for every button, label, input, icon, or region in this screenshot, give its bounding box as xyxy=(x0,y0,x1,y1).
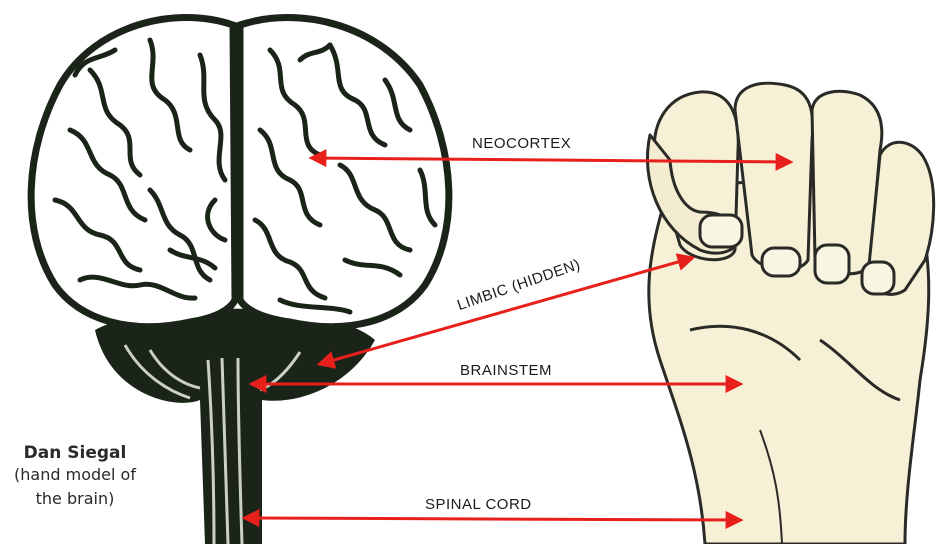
credit-name: Dan Siegal xyxy=(0,443,150,463)
neocortex-label: NEOCORTEX xyxy=(472,135,571,152)
credit-line-2: the brain) xyxy=(0,487,150,511)
spinal-cord-label: SPINAL CORD xyxy=(425,496,532,513)
credit-block: Dan Siegal (hand model of the brain) xyxy=(0,443,150,511)
credit-line-1: (hand model of xyxy=(0,463,150,487)
fist-illustration xyxy=(647,83,933,544)
brainstem-label: BRAINSTEM xyxy=(460,362,552,379)
right-hemisphere xyxy=(240,18,449,327)
spinal-cord-arrow xyxy=(245,518,740,520)
